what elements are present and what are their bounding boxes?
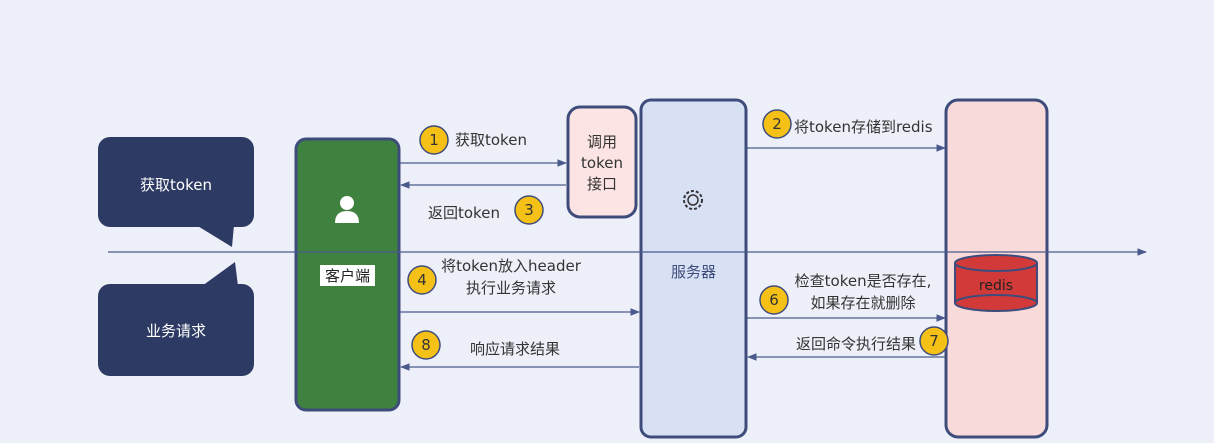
- gear-icon: [683, 190, 703, 210]
- step-6-text: 检查token是否存在, 如果存在就删除: [788, 270, 938, 314]
- step-badge-1: [419, 125, 449, 155]
- step-badge-7: [919, 326, 949, 356]
- token-api-label: 调用 token 接口: [568, 132, 636, 195]
- server-box: [639, 98, 748, 439]
- bubble-get-token: [98, 137, 254, 247]
- step-3-text: 返回token: [428, 204, 500, 222]
- token-api-line2: token: [581, 154, 623, 172]
- step-1-number: 1: [429, 131, 439, 149]
- step-1-text: 获取token: [455, 131, 527, 149]
- step-3-number: 3: [524, 201, 534, 219]
- user-icon: [335, 196, 359, 223]
- token-api-box: [566, 105, 638, 219]
- step-8-number: 8: [421, 336, 431, 354]
- step-badge-4: [407, 265, 437, 295]
- token-api-line3: 接口: [586, 175, 617, 193]
- step-6-text-line1: 检查token是否存在,: [794, 272, 932, 290]
- client-label: 客户端: [320, 265, 375, 286]
- bubble-get-token-text: 获取token: [140, 176, 212, 194]
- step-badge-6: [759, 285, 789, 315]
- step-4-number: 4: [417, 271, 427, 289]
- server-label: 服务器: [670, 263, 716, 281]
- step-badge-3: [514, 195, 544, 225]
- step-4-text-line2: 执行业务请求: [465, 279, 556, 297]
- step-2-text: 将token存储到redis: [794, 118, 933, 136]
- step-7-number: 7: [929, 332, 939, 350]
- step-badge-2: [762, 109, 792, 139]
- redis-label: redis: [978, 278, 1014, 294]
- token-api-line1: 调用: [586, 133, 617, 151]
- step-2-number: 2: [772, 115, 782, 133]
- step-6-number: 6: [769, 291, 779, 309]
- step-8-text: 响应请求结果: [470, 340, 561, 358]
- step-7-text: 返回命令执行结果: [796, 335, 917, 353]
- step-6-text-line2: 如果存在就删除: [810, 294, 916, 312]
- step-4-text-line1: 将token放入header: [441, 257, 581, 275]
- step-badge-8: [411, 330, 441, 360]
- step-4-text: 将token放入header 执行业务请求: [426, 255, 596, 299]
- bubble-business-request: [98, 262, 254, 376]
- bubble-business-request-text: 业务请求: [145, 322, 206, 340]
- database-icon: [954, 254, 1038, 312]
